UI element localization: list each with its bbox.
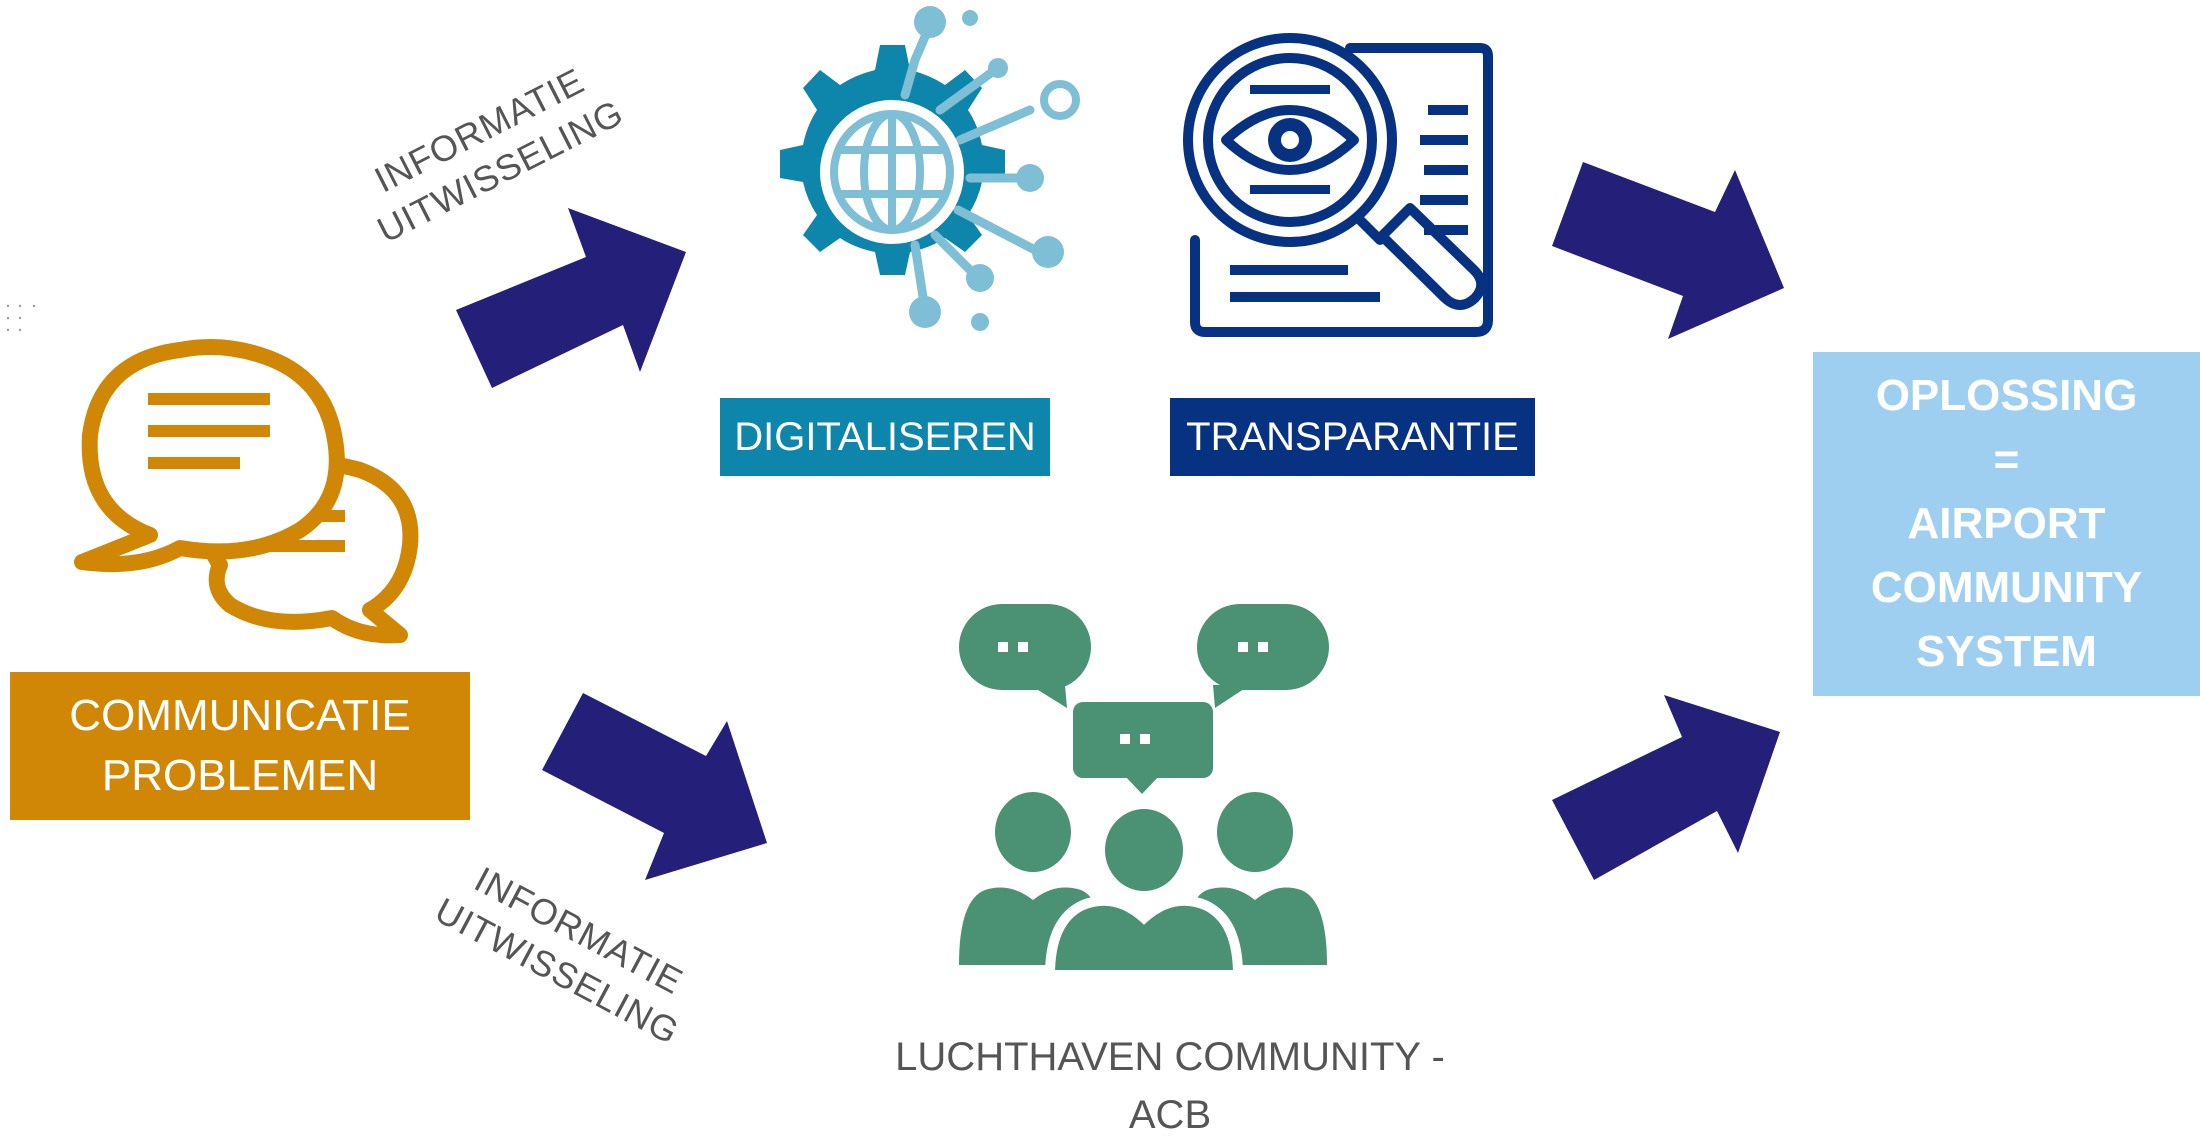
solution-line-4: COMMUNITY [1870,563,2143,612]
digitaliseren-label: DIGITALISEREN [734,414,1036,459]
community-line-2: ACB [1128,1093,1212,1137]
decorative-dots [6,304,36,332]
community-people-chat-icon [959,604,1329,980]
solution-line-3: AIRPORT [1907,499,2106,548]
communicatie-line-2: PROBLEMEN [101,751,379,800]
community-label: LUCHTHAVEN COMMUNITY - ACB [870,1028,1470,1144]
solution-line-1: OPLOSSING [1875,371,2138,420]
community-line-1: LUCHTHAVEN COMMUNITY - [895,1035,1445,1079]
magnifier-document-eye-icon [1183,33,1493,337]
digitaliseren-box: DIGITALISEREN [720,398,1050,476]
speech-bubbles-icon [74,338,419,644]
communicatie-line-1: COMMUNICATIE [69,691,411,740]
solution-line-2: = [1993,435,2020,484]
transparantie-label: TRANSPARANTIE [1186,414,1519,459]
communicatie-problemen-box: COMMUNICATIE PROBLEMEN [10,672,470,820]
digital-gear-globe-icon [780,6,1080,331]
solution-line-5: SYSTEM [1916,627,2097,676]
solution-box: OPLOSSING = AIRPORT COMMUNITY SYSTEM [1813,352,2200,696]
transparantie-box: TRANSPARANTIE [1170,398,1535,476]
